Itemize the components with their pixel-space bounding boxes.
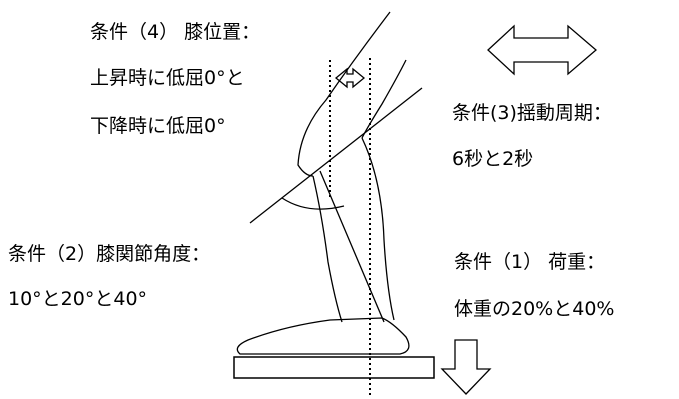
knee-position-line1: 上昇時に低屈0°と: [90, 67, 245, 89]
foot-outline: [236, 317, 410, 355]
load-title: 条件（1） 荷重：: [454, 251, 606, 273]
thigh-back-outline: [297, 11, 391, 177]
knee-angle-value: 10°と20°と40°: [8, 288, 148, 310]
knee-position-line2: 下降時に低屈0°: [90, 115, 226, 137]
knee-angle-arc: [281, 197, 345, 210]
shin-front-outline: [361, 137, 395, 321]
swing-period-value: 6秒と2秒: [452, 148, 534, 170]
shin-back-outline: [312, 175, 343, 323]
double-headed-arrow-icon: [487, 24, 597, 76]
swing-period-title: 条件(3)揺動周期：: [452, 102, 612, 124]
knee-angle-title: 条件（2）膝関節角度：: [8, 243, 211, 265]
shin-axis-line: [319, 170, 385, 323]
load-value: 体重の20%と40%: [454, 298, 615, 320]
foot-plate: [233, 356, 435, 379]
knee-position-title: 条件（4） 膝位置：: [90, 21, 261, 43]
thigh-front-outline: [361, 59, 407, 139]
thigh-axis-line: [249, 87, 423, 224]
small-double-arrow-icon: [334, 67, 366, 89]
down-arrow-icon: [440, 339, 492, 395]
